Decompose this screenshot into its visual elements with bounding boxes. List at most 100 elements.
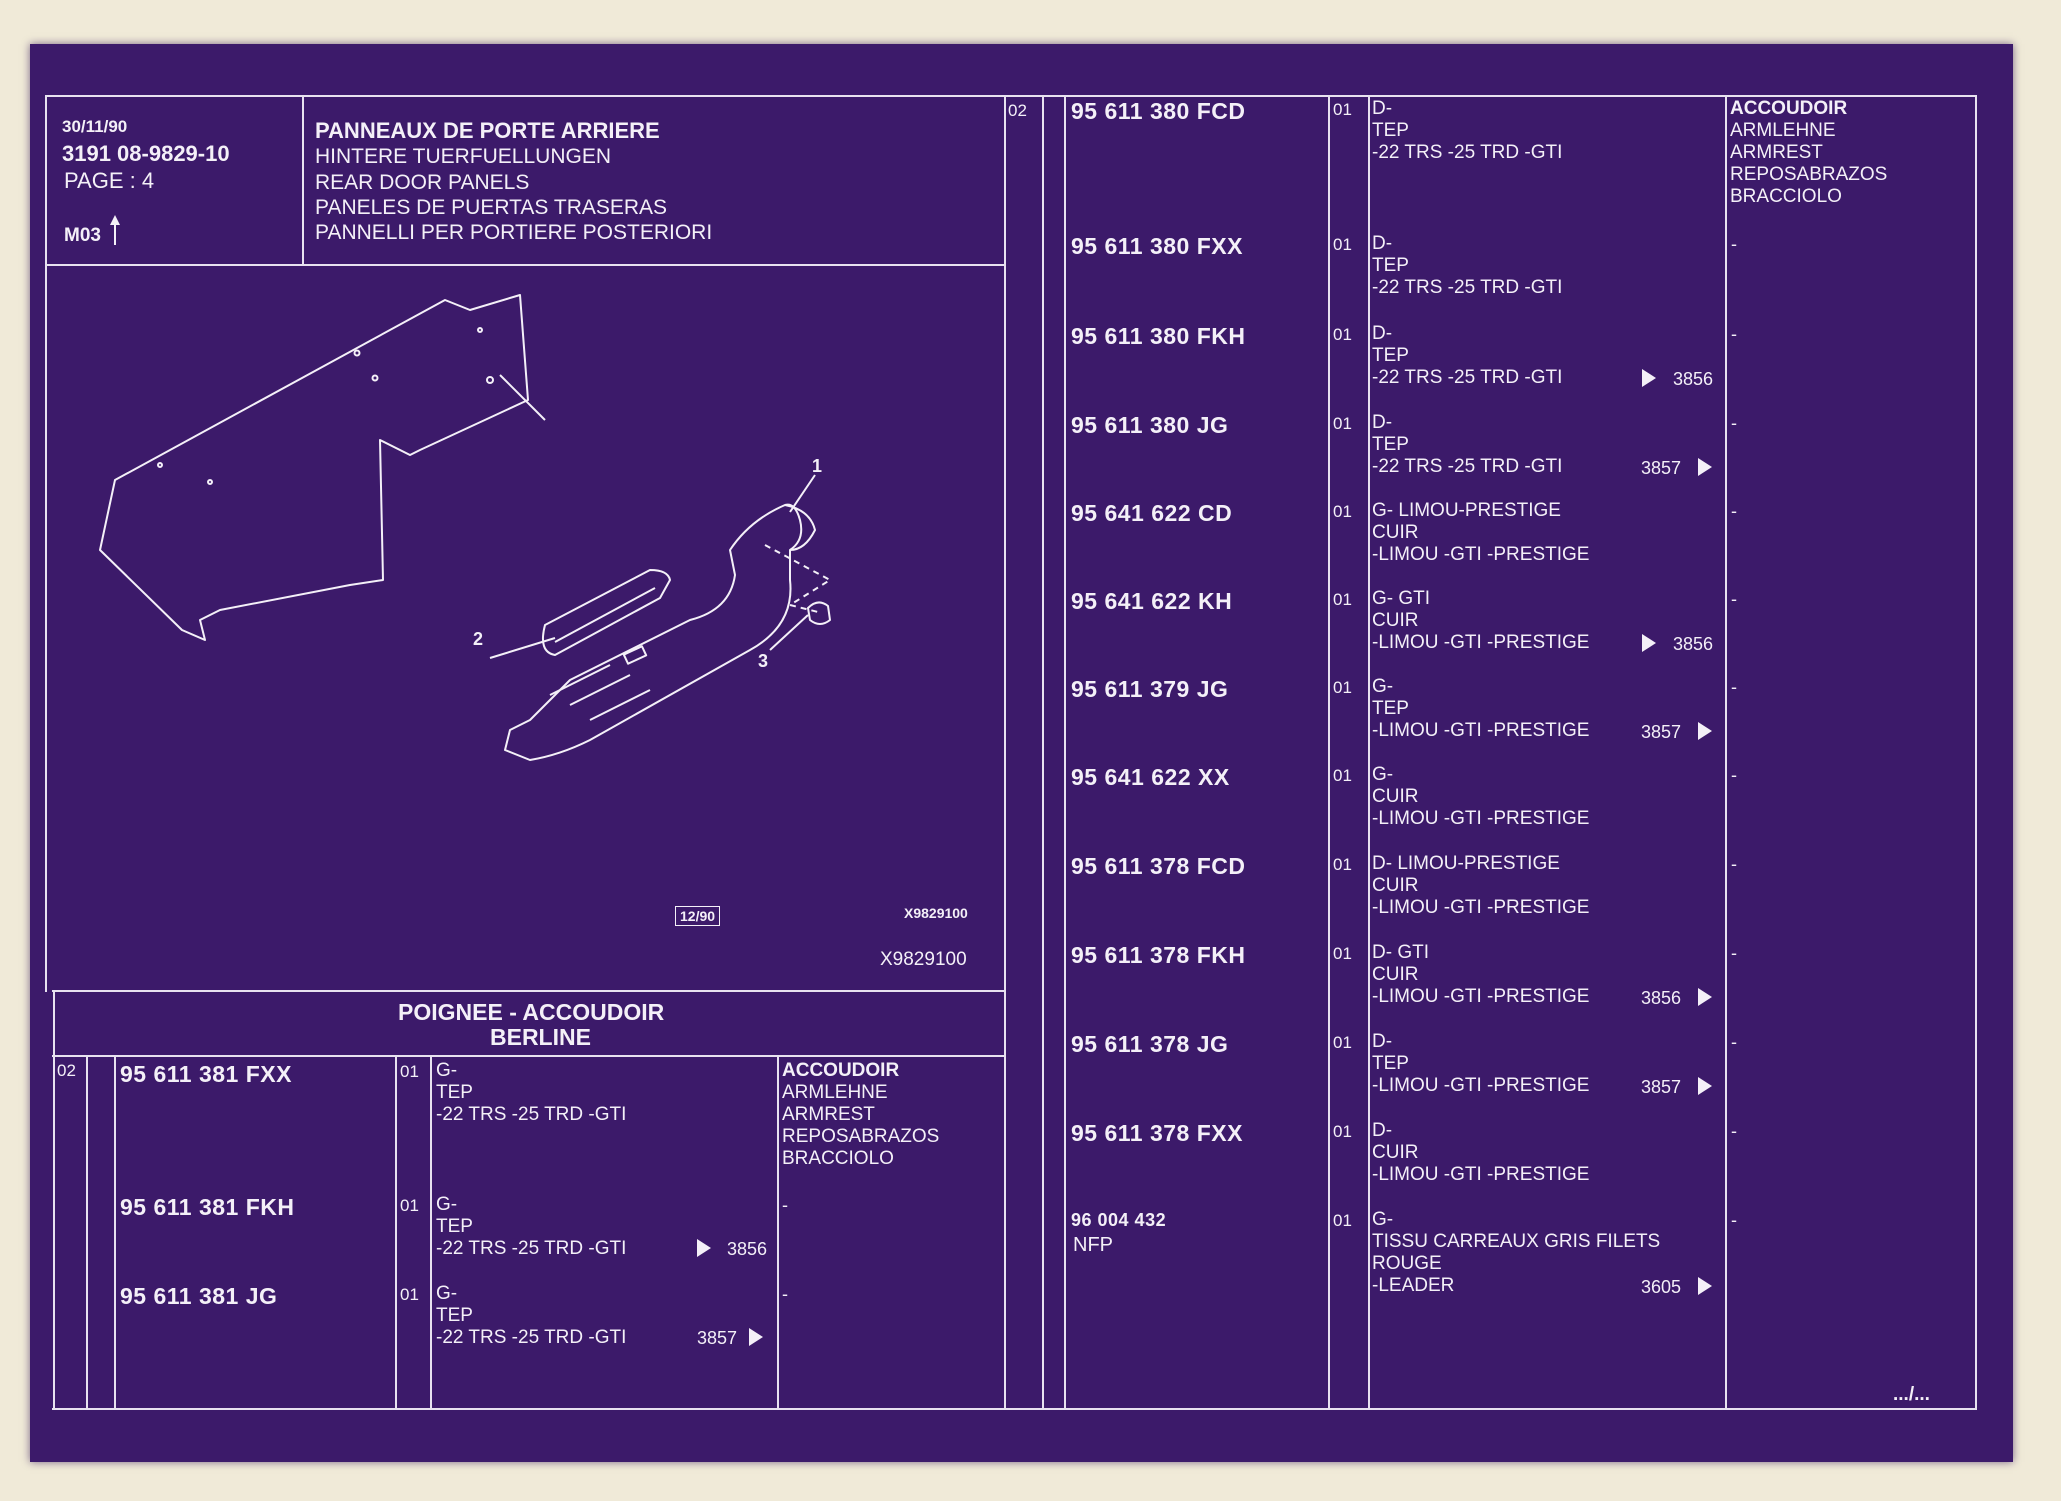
callout-2: 2 (473, 629, 483, 649)
right-table-index: 02 (1008, 101, 1027, 120)
reference: 3856 (727, 1239, 768, 1259)
trans-de: ARMLEHNE (782, 1082, 888, 1103)
desc-versions: -LIMOU -GTI -PRESTIGE (1372, 544, 1590, 565)
reference: 3857 (1641, 458, 1682, 478)
quantity: 01 (1333, 414, 1352, 433)
desc-side: D- (1372, 233, 1393, 254)
desc-material: TEP (1372, 255, 1409, 276)
description: G-CUIR-LIMOU -GTI -PRESTIGE (1372, 764, 1589, 830)
reference: 3857 (1641, 1077, 1682, 1097)
description: G- TEP -22 TRS -25 TRD -GTI (436, 1283, 626, 1349)
desc-versions: -LIMOU -GTI -PRESTIGE (1372, 720, 1590, 741)
desc-versions: -22 TRS -25 TRD -GTI (436, 1104, 627, 1125)
desc-versions: -LIMOU -GTI -PRESTIGE (1372, 1164, 1590, 1185)
frame-right (1975, 95, 1977, 1410)
desc-material: TEP (1372, 698, 1409, 719)
quantity: 01 (400, 1196, 419, 1215)
desc-material: CUIR (1372, 875, 1419, 896)
reference: 3605 (1641, 1277, 1682, 1297)
quantity: 01 (1333, 944, 1352, 963)
desc-side: G- (1372, 1209, 1394, 1230)
quantity: 01 (1333, 766, 1352, 785)
quantity: 01 (1333, 678, 1352, 697)
trans-en: ARMREST (782, 1104, 875, 1125)
desc-material: TEP (436, 1082, 473, 1103)
trans-es: REPOSABRAZOS (782, 1126, 940, 1147)
header-divider (302, 95, 304, 265)
note: - (1731, 677, 1737, 697)
rt-col-2 (1368, 95, 1370, 1410)
note: - (1731, 765, 1737, 785)
illustration-code-small: X9829100 (904, 905, 968, 921)
play-arrow-icon (1698, 722, 1712, 740)
description: G-TEP-LIMOU -GTI -PRESTIGE (1372, 676, 1589, 742)
quantity: 01 (1333, 100, 1352, 119)
note: - (1731, 234, 1737, 254)
callout-3: 3 (758, 651, 768, 671)
description: G- TEP -22 TRS -25 TRD -GTI (436, 1194, 626, 1260)
desc-side: G- (436, 1283, 458, 1304)
desc-material: TEP (1372, 345, 1409, 366)
desc-side: D- (1372, 323, 1393, 344)
desc-material: CUIR (1372, 522, 1419, 543)
quantity: 01 (1333, 1033, 1352, 1052)
play-arrow-icon (749, 1328, 763, 1346)
title-de: HINTERE TUERFUELLUNGEN (315, 145, 611, 168)
note: - (1731, 1210, 1737, 1230)
up-arrow-icon (110, 215, 120, 245)
trans-fr: ACCOUDOIR (782, 1060, 900, 1081)
lt-col-5 (777, 1055, 779, 1410)
desc-side: G- (436, 1060, 458, 1081)
frame-top (45, 95, 1977, 97)
desc-material: TISSU CARREAUX GRIS FILETS (1372, 1231, 1661, 1252)
quantity: 01 (1333, 325, 1352, 344)
desc-versions: -22 TRS -25 TRD -GTI (1372, 367, 1563, 388)
reference: 3857 (1641, 722, 1682, 742)
right-index-col (1064, 95, 1066, 1410)
part-suffix: NFP (1073, 1234, 1113, 1256)
play-arrow-icon (697, 1239, 711, 1257)
left-table-index: 02 (57, 1061, 76, 1080)
doc-ref: 3191 08-9829-10 (62, 141, 230, 166)
model-code: M03 (64, 225, 101, 246)
desc-versions: -22 TRS -25 TRD -GTI (1372, 142, 1563, 163)
part-number: 95 611 380 FKH (1071, 323, 1246, 349)
reference: 3856 (1673, 634, 1714, 654)
trans-it: BRACCIOLO (1730, 186, 1842, 207)
handle-drawing (542, 569, 671, 656)
desc-material: TEP (1372, 120, 1409, 141)
illustration-bottom (52, 990, 1006, 992)
screw-drawing (807, 601, 831, 625)
title-it: PANNELLI PER PORTIERE POSTERIORI (315, 221, 713, 244)
desc-material: CUIR (1372, 610, 1419, 631)
trans-de: ARMLEHNE (1730, 120, 1836, 141)
part-number: 95 611 381 FXX (120, 1061, 292, 1087)
note: - (782, 1195, 788, 1215)
left-panel-right-b (1042, 95, 1044, 1410)
lt-col-1 (86, 1055, 88, 1410)
trans-es: REPOSABRAZOS (1730, 164, 1888, 185)
description: D-TEP-22 TRS -25 TRD -GTI (1372, 323, 1562, 389)
part-number: 95 611 381 JG (120, 1283, 278, 1309)
quantity: 01 (400, 1062, 419, 1081)
rt-col-3 (1725, 95, 1727, 1410)
part-number: 95 611 379 JG (1071, 676, 1229, 702)
part-number: 95 641 622 XX (1071, 764, 1230, 790)
desc-versions: -22 TRS -25 TRD -GTI (1372, 456, 1563, 477)
trans-fr: ACCOUDOIR (1730, 98, 1848, 119)
desc-side: G- (436, 1194, 458, 1215)
doc-date: 30/11/90 (62, 117, 128, 136)
left-panel-right-a (1004, 95, 1006, 1410)
section-title: POIGNEE - ACCOUDOIR (398, 999, 665, 1025)
part-number: 95 611 378 FXX (1071, 1120, 1243, 1146)
trans-it: BRACCIOLO (782, 1148, 894, 1169)
illustration-date-box: 12/90 (675, 906, 721, 926)
note: - (1731, 943, 1737, 963)
desc-side: D- (1372, 1120, 1393, 1141)
trans-en: ARMREST (1730, 142, 1823, 163)
description: G- TEP -22 TRS -25 TRD -GTI (436, 1060, 626, 1126)
quantity: 01 (1333, 855, 1352, 874)
part-number: 95 611 378 FCD (1071, 853, 1246, 879)
part-number: 95 611 380 JG (1071, 412, 1229, 438)
